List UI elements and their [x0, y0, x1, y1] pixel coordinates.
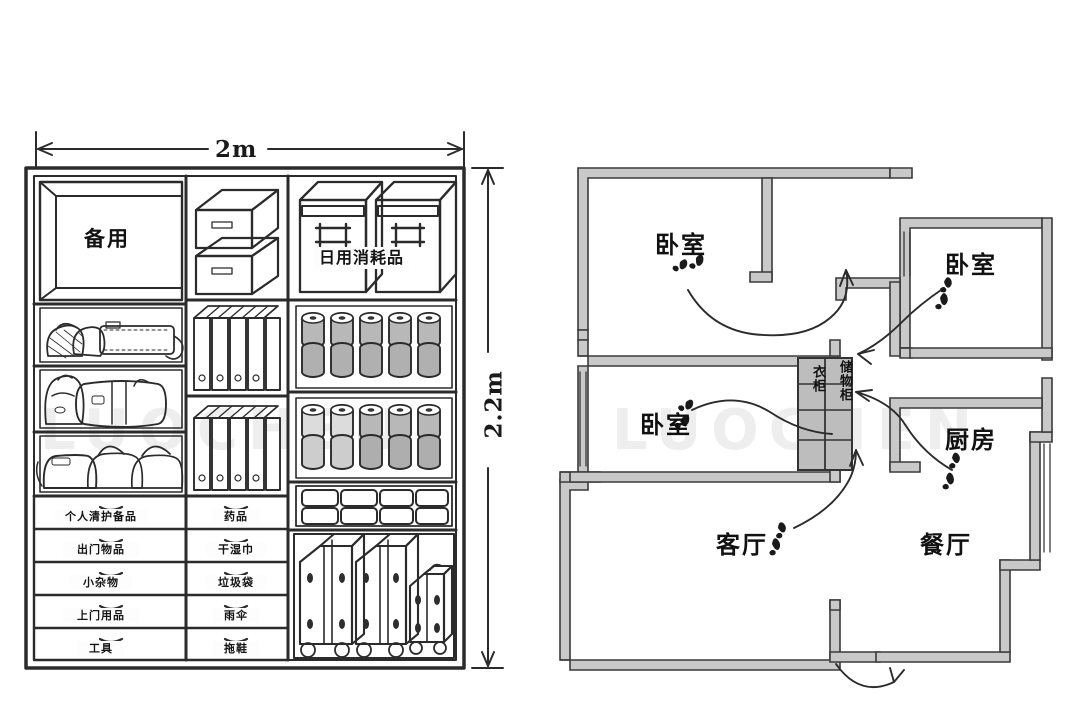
room-label-bedroom-1: 卧室: [655, 231, 707, 259]
zone-label-daily-consumables: 日用消耗品: [314, 247, 410, 269]
drawer-label-left-1[interactable]: 个人清护备品: [55, 509, 147, 524]
paper-rolls-upper: [295, 305, 453, 389]
closet-elevation-diagram: 2m 2.2m 备用 日用消耗品 个人清护备品 出门物品 小杂物 上门用品 工具…: [0, 0, 520, 708]
drawer-label-right-3[interactable]: 垃圾袋: [206, 575, 266, 590]
suitcases: [293, 532, 455, 659]
drawer-label-right-4[interactable]: 雨伞: [213, 608, 259, 623]
height-dimension-label: 2.2m: [480, 370, 508, 443]
drawer-label-left-2[interactable]: 出门物品: [63, 542, 139, 557]
walls: [559, 167, 1053, 671]
spare-cubby: [38, 180, 184, 302]
width-dimension-label: 2m: [211, 136, 262, 163]
drawer-label-left-4[interactable]: 上门用品: [63, 608, 139, 623]
room-label-bedroom-3: 卧室: [640, 411, 692, 439]
drawer-label-right-5[interactable]: 拖鞋: [213, 641, 259, 656]
drawer-label-left-3[interactable]: 小杂物: [70, 575, 132, 590]
closet-svg: [24, 131, 504, 670]
room-label-kitchen: 厨房: [945, 426, 997, 454]
drawer-label-right-1[interactable]: 药品: [213, 509, 259, 524]
cabinet-label-wardrobe: 衣柜: [810, 365, 825, 393]
door-openings: [579, 231, 1051, 553]
floor-plan-diagram: 卧室 卧室 卧室 厨房 客厅 餐厅 衣柜 储物柜: [540, 0, 1080, 708]
file-holders-lower: [193, 405, 281, 491]
white-boxes: [295, 485, 453, 527]
height-dimension-line: [471, 167, 504, 669]
daily-consumables-bins: [298, 180, 458, 294]
floorplan-svg: [559, 167, 1053, 689]
drawer-label-left-5[interactable]: 工具: [78, 641, 124, 656]
room-label-living-room: 客厅: [716, 531, 768, 559]
central-cabinet: [797, 357, 853, 471]
handbags-shelf-contents: [39, 307, 184, 363]
route-arrows: [687, 269, 953, 689]
backpacks-shelf-contents: [39, 369, 183, 429]
room-label-dining-room: 餐厅: [920, 531, 972, 559]
width-dimension-line: [35, 131, 465, 167]
cabinet-label-storage: 储物柜: [837, 360, 852, 402]
file-holders-upper: [193, 305, 281, 391]
drawer-label-right-2[interactable]: 干湿巾: [206, 542, 266, 557]
storage-boxes-top: [194, 188, 280, 296]
room-label-bedroom-2: 卧室: [945, 251, 997, 279]
footprint-marks: [672, 254, 960, 556]
duffel-shelf-contents: [35, 435, 184, 493]
zone-label-spare: 备用: [84, 227, 130, 251]
paper-rolls-lower: [295, 397, 453, 479]
